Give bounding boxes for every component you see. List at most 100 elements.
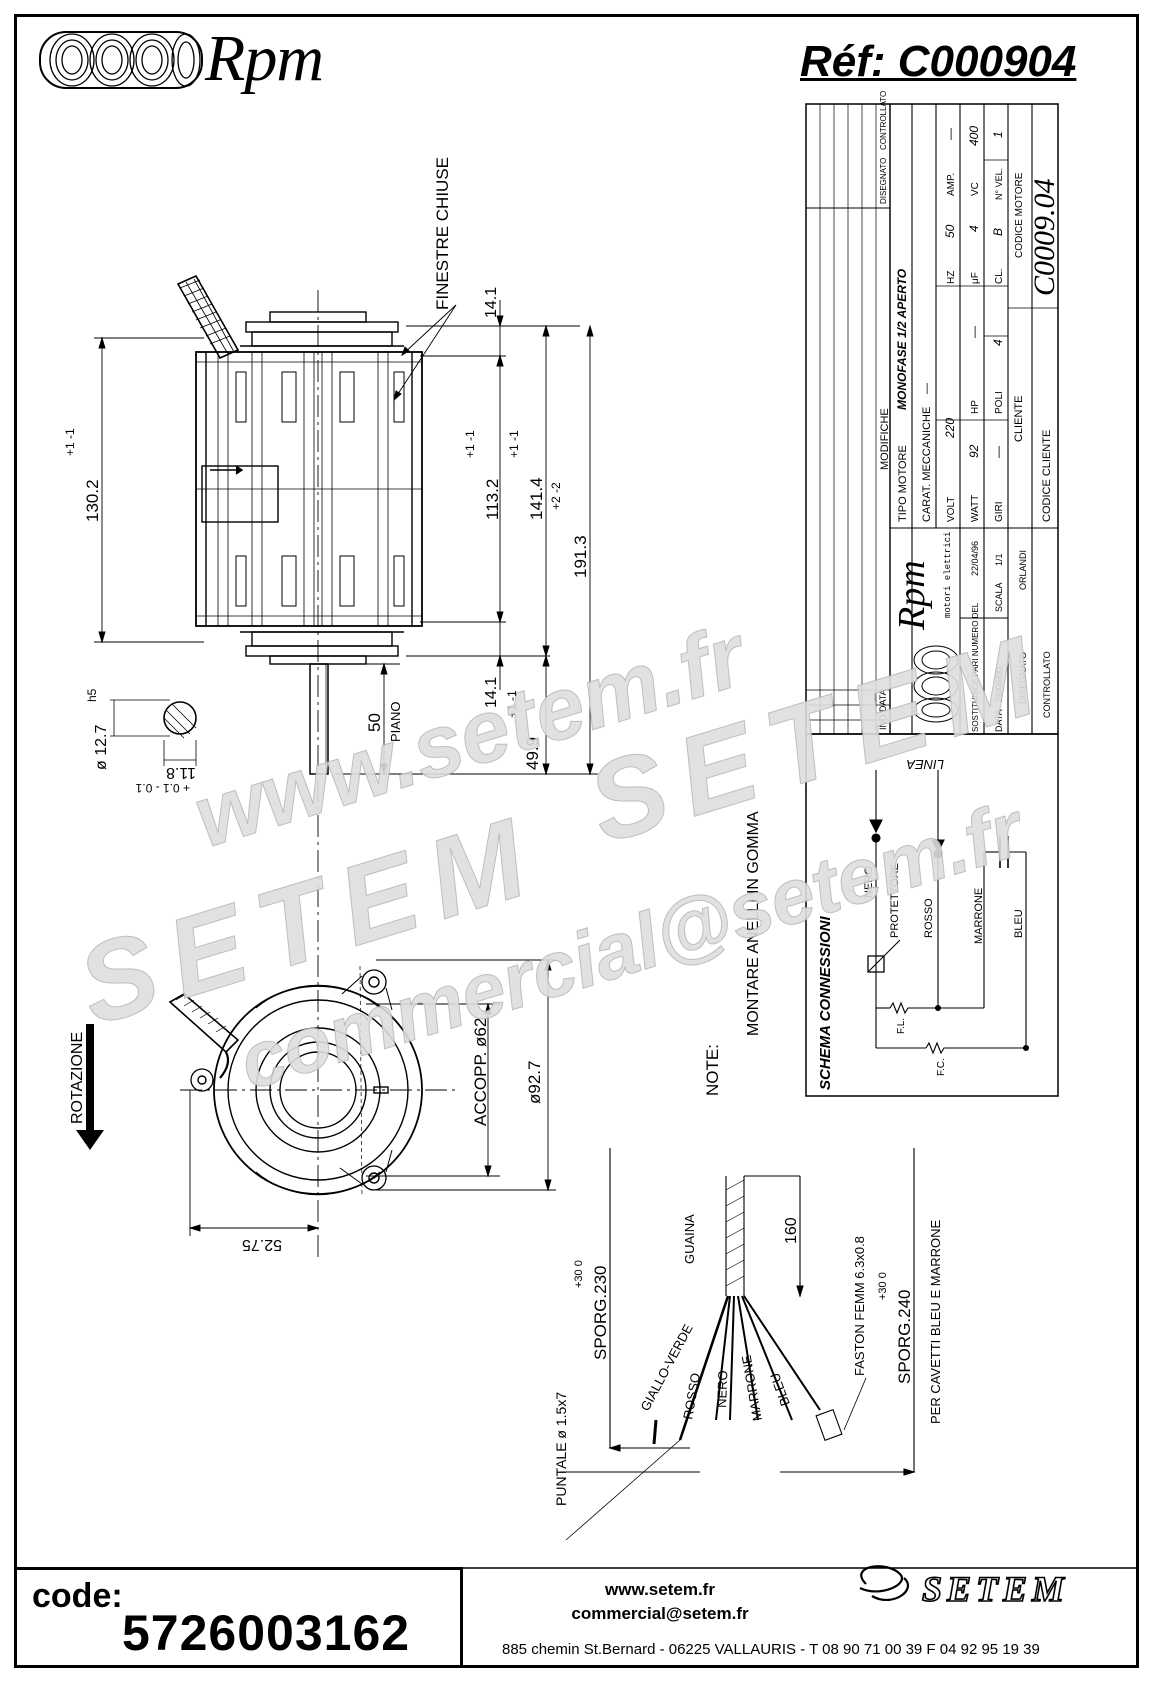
- tb-data: DATA: [878, 689, 888, 712]
- tb-watt-v: 92: [967, 444, 981, 458]
- dim-49-9: 49.9: [523, 737, 542, 770]
- tb-disegnato-v: ORLANDI: [1018, 550, 1028, 590]
- dim-accopp-62: ACCOPP. ø62: [471, 1018, 490, 1126]
- tb-hz-v: 50: [943, 224, 957, 238]
- cable-assembly: [560, 1148, 916, 1541]
- tb-disegnato: DISEGNATO: [879, 158, 888, 204]
- tb-scala-v: 1/1: [994, 553, 1004, 566]
- schema-fc: F.C.: [936, 1058, 947, 1076]
- tb-hp: HP: [970, 400, 981, 414]
- tb-nvel: N° VEL.: [994, 168, 1004, 200]
- dim-113-2-tol: +1 -1: [463, 430, 477, 458]
- title-block: [805, 103, 1059, 735]
- finestre-chiuse-label: FINESTRE CHIUSE: [433, 157, 452, 310]
- schema-bleu: BLEU: [1013, 909, 1025, 938]
- tb-cliente: CLIENTE: [1013, 396, 1025, 442]
- tb-cl-v: B: [991, 228, 1005, 236]
- motor-side-view: [176, 274, 423, 1260]
- setem-swoosh-icon: [859, 1565, 909, 1602]
- wire-marrone: MARRONE: [739, 1354, 765, 1422]
- rotazione-label: ROTAZIONE: [69, 1032, 86, 1124]
- dim-141-4-tol: +1 -1: [507, 430, 521, 458]
- per-cavetti-label: PER CAVETTI BLEU E MARRONE: [928, 1219, 943, 1424]
- tb-giri: GIRI: [994, 501, 1005, 522]
- sporg-230-label: SPORG.230: [591, 1266, 610, 1361]
- dim-191-3: 191.3: [571, 535, 590, 578]
- footer-website-link[interactable]: www.setem.fr: [605, 1580, 715, 1599]
- dim-h5: h5: [85, 688, 99, 702]
- dim-flat-11-8: 11.8: [166, 764, 196, 781]
- dim-49-9-tol: +1 -1: [505, 690, 519, 718]
- faston-label: FASTON FEMM 6.3x0.8: [852, 1236, 867, 1376]
- tb-ind: IND.: [878, 712, 888, 730]
- schema-protettore: PROTETTORE: [889, 863, 901, 938]
- montare-anelli-note: MONTARE ANELLI IN GOMMA: [745, 811, 762, 1036]
- wire-bleu: BLEU: [767, 1371, 793, 1408]
- rpm-brand: Rpm: [205, 22, 324, 95]
- tb-carat-value: —: [921, 383, 933, 394]
- footer-email-link[interactable]: commercial@setem.fr: [571, 1604, 749, 1623]
- dim-160: 160: [783, 1217, 800, 1244]
- setem-watermark: www.setem.fr SETEM SETEM commercial@sete…: [64, 603, 1067, 1106]
- dim-50: 50: [365, 713, 384, 732]
- schema-nero: NERO: [863, 866, 875, 898]
- sporg-230-tol: +30 0: [573, 1260, 585, 1288]
- piano-label: PIANO: [388, 702, 403, 742]
- schema-title: SCHEMA CONNESSIONI: [817, 916, 834, 1090]
- code-value: 5726003162: [122, 1605, 411, 1661]
- tb-hp-v: —: [967, 326, 981, 338]
- dim-113-2: 113.2: [483, 479, 502, 520]
- tb-data-v: 28/06/00: [994, 667, 1004, 702]
- dim-130-2: 130.2: [83, 479, 102, 522]
- tb-disegnato-label: DISEGNATO: [1018, 652, 1028, 704]
- code-label: code:: [32, 1577, 123, 1615]
- tb-volt: VOLT: [946, 497, 957, 522]
- tb-carat: CARAT. MECCANICHE: [921, 407, 933, 522]
- dim-141-4: 141.4: [527, 477, 546, 520]
- dim-flat-tol: + 0.1 - 0.1: [135, 781, 190, 795]
- tb-vc: VC: [970, 182, 981, 196]
- guaina-label: GUAINA: [682, 1214, 697, 1264]
- tb-motori-elettrici: motori elettrici: [943, 532, 953, 618]
- rpm-coil-logo: [39, 31, 203, 89]
- tb-hz: HZ: [946, 271, 957, 284]
- dim-130-2-tol: +1 -1: [63, 428, 77, 456]
- tb-modifiche: MODIFICHE: [879, 408, 891, 470]
- tb-nvel-v: 1: [991, 131, 1005, 138]
- tb-data-label: DATA: [994, 709, 1004, 732]
- wire-nero: NERO: [714, 1370, 730, 1408]
- front-view-dimensions: [188, 958, 556, 1236]
- tb-codice-cliente: CODICE CLIENTE: [1041, 430, 1053, 522]
- tb-scala: SCALA: [994, 582, 1004, 612]
- dim-191-3-tol: +2 -2: [549, 482, 563, 510]
- tb-uf-v: 4: [967, 225, 981, 232]
- schema-rosso: ROSSO: [923, 898, 935, 938]
- tb-uf: μF: [970, 272, 981, 284]
- tb-sostituisce-v: 22/04/96: [970, 541, 980, 576]
- side-view-dimensions: [94, 300, 598, 776]
- schema-fl: F.L.: [896, 1018, 907, 1034]
- dim-14-1-bottom: 14.1: [483, 677, 500, 708]
- code-box: [17, 1567, 463, 1665]
- tb-vc-v: 400: [967, 126, 981, 146]
- tb-amp-v: —: [943, 128, 957, 140]
- wire-rosso: ROSSO: [680, 1372, 703, 1421]
- tb-amp: AMP.: [946, 173, 957, 196]
- shaft-section-view: [110, 699, 197, 766]
- tb-controllato: CONTROLLATO: [879, 91, 888, 150]
- dim-92-7: ø92.7: [525, 1061, 544, 1104]
- tb-poli-v: 4: [991, 339, 1005, 346]
- tb-controllato-label: CONTROLLATO: [1042, 651, 1052, 718]
- tb-giri-v: —: [991, 446, 1005, 458]
- sporg-240-label: SPORG.240: [895, 1290, 914, 1385]
- schema-marrone: MARRONE: [973, 888, 985, 944]
- tb-tipo-value: MONOFASE 1/2 APERTO: [895, 268, 909, 410]
- rotation-arrow: [76, 1024, 104, 1150]
- tb-sostituisce: SOSTITUISCE PARI NUMERO DEL: [971, 602, 980, 732]
- footer-address: 885 chemin St.Bernard - 06225 VALLAURIS …: [502, 1641, 1040, 1658]
- drawing-frame: [14, 14, 1139, 1668]
- dim-14-1-top: 14.1: [483, 287, 500, 318]
- setem-logo: SETEM: [921, 1568, 1070, 1610]
- tb-cl: CL.: [994, 268, 1005, 284]
